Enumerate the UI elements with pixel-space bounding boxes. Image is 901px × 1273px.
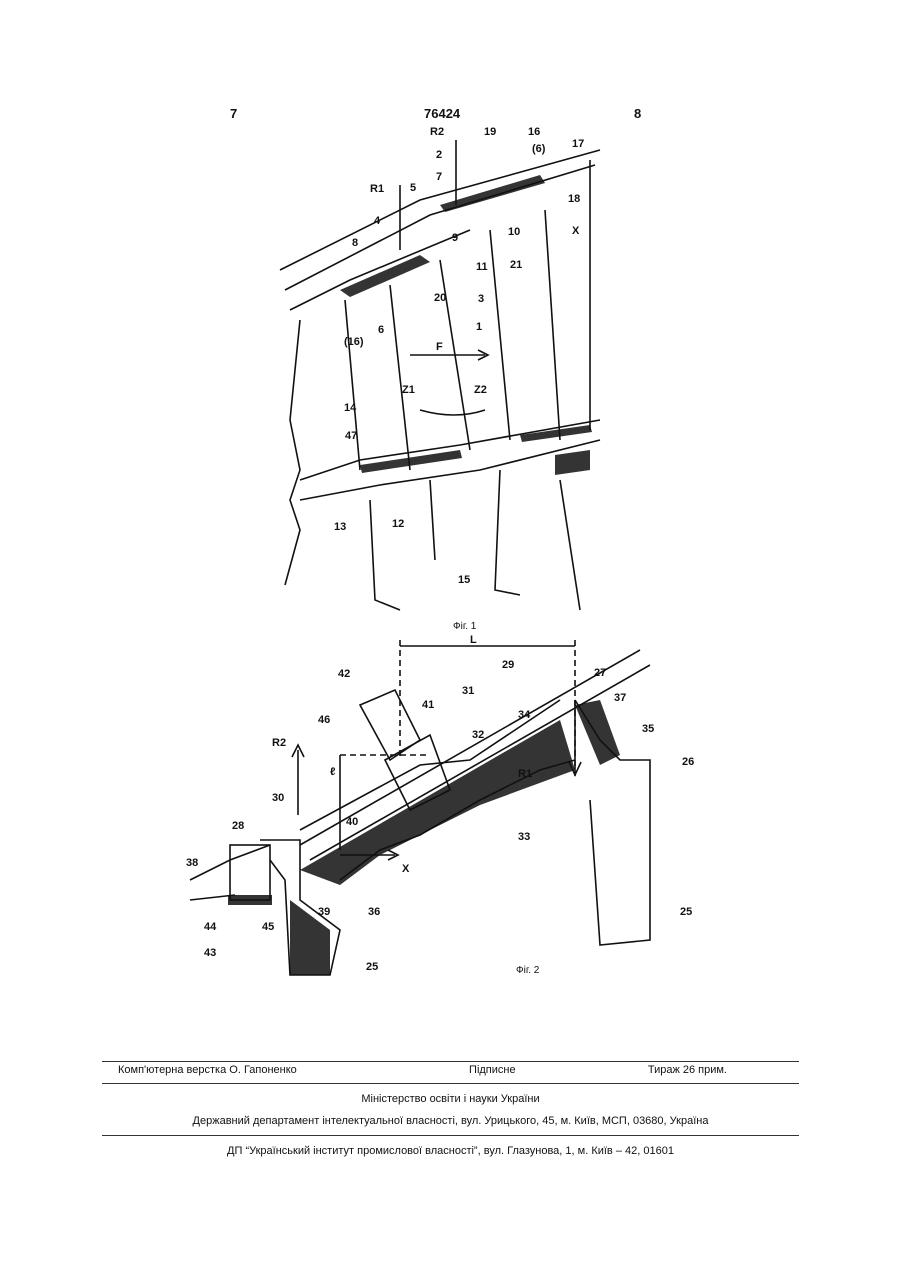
svg-text:25: 25 [366,961,378,973]
svg-text:30: 30 [272,792,284,804]
svg-text:ℓ: ℓ [330,766,335,778]
footer-ministry: Міністерство освіти і науки України [102,1093,799,1109]
circulation-note: Тираж 26 прим. [648,1064,727,1076]
svg-text:X: X [402,863,410,875]
svg-text:39: 39 [318,906,330,918]
svg-text:36: 36 [368,906,380,918]
svg-text:38: 38 [186,857,198,869]
svg-text:40: 40 [346,816,358,828]
svg-text:29: 29 [502,659,514,671]
svg-text:31: 31 [462,685,474,697]
svg-text:32: 32 [472,729,484,741]
svg-text:44: 44 [204,921,217,933]
svg-text:25: 25 [680,906,692,918]
svg-text:33: 33 [518,831,530,843]
figure-2-drawing: L 29 27 42 31 37 46 41 34 35 R2 32 26 R1… [0,0,901,1000]
svg-text:41: 41 [422,699,434,711]
footer-department: Державний департамент інтелектуальної вл… [102,1115,799,1131]
svg-text:37: 37 [614,692,626,704]
svg-text:46: 46 [318,714,330,726]
figure-2-caption: Фіг. 2 [516,965,539,976]
svg-text:45: 45 [262,921,274,933]
svg-text:27: 27 [594,667,606,679]
svg-text:42: 42 [338,668,350,680]
svg-text:34: 34 [518,709,531,721]
department-text: Державний департамент інтелектуальної вл… [102,1115,799,1127]
footer-institute: ДП “Український інститут промислової вла… [102,1145,799,1161]
footer-rule-top [102,1061,799,1062]
svg-text:43: 43 [204,947,216,959]
svg-text:28: 28 [232,820,244,832]
svg-text:26: 26 [682,756,694,768]
ministry-text: Міністерство освіти і науки України [102,1093,799,1105]
signed-note: Підписне [469,1064,516,1076]
footer-rule-middle [102,1083,799,1084]
institute-text: ДП “Український інститут промислової вла… [102,1145,799,1157]
footer-row-1: Комп'ютерна верстка О. Гапоненко Підписн… [102,1064,799,1080]
svg-text:R2: R2 [272,737,286,749]
svg-text:L: L [470,634,477,646]
typesetting-credit: Комп'ютерна верстка О. Гапоненко [118,1064,297,1076]
svg-text:35: 35 [642,723,654,735]
footer-rule-bottom [102,1135,799,1136]
svg-text:R1: R1 [518,768,532,780]
